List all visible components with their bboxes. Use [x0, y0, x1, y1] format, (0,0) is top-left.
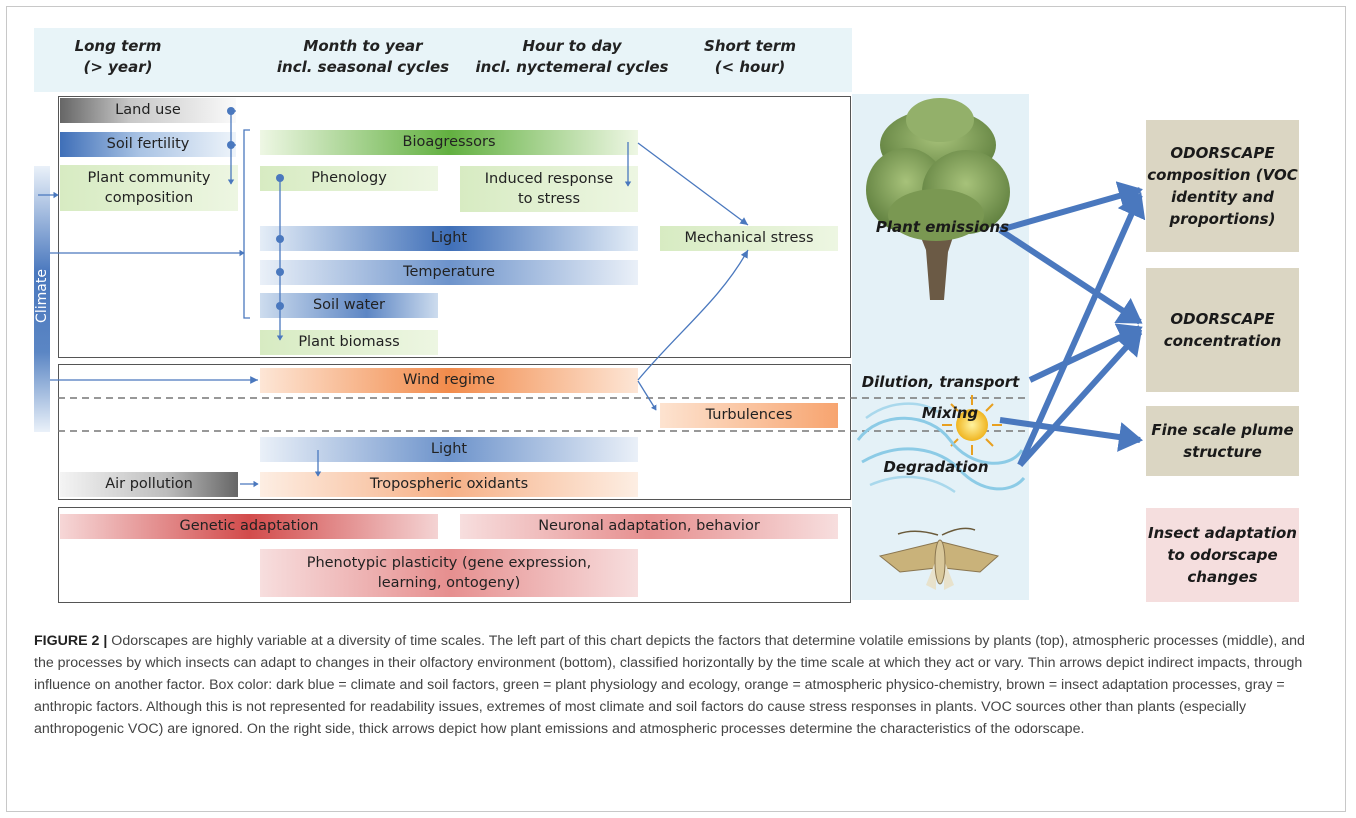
soil-fertility-box: Soil fertility [60, 132, 236, 157]
tropospheric-oxidants-box: Tropospheric oxidants [260, 472, 638, 497]
plant-panel [58, 96, 851, 358]
header-hour-day: Hour to day incl. nyctemeral cycles [475, 37, 669, 76]
dilution-transport-label: Dilution, transport [861, 373, 1020, 391]
light-box: Light [260, 226, 638, 251]
atmo-light-box: Light [260, 437, 638, 462]
header-month-year: Month to year incl. seasonal cycles [276, 37, 450, 76]
plume-structure-box: Fine scale plume structure [1146, 406, 1299, 476]
header-long-term: Long term (> year) [74, 37, 162, 76]
mechanical-stress-box: Mechanical stress [660, 226, 838, 251]
bioagressors-box: Bioagressors [260, 130, 638, 155]
climate-bar: Climate [34, 166, 50, 432]
phenotypic-plasticity-box: Phenotypic plasticity (gene expression, … [260, 549, 638, 597]
induced-response-box: Induced response to stress [460, 166, 638, 212]
wind-regime-box: Wind regime [260, 368, 638, 393]
land-use-box: Land use [60, 98, 236, 123]
timescale-header [34, 28, 852, 92]
turbulences-box: Turbulences [660, 403, 838, 428]
genetic-adaptation-box: Genetic adaptation [60, 514, 438, 539]
mixing-label: Mixing [921, 404, 979, 422]
tree-icon [866, 98, 1010, 300]
odorscape-concentration-box: ODORSCAPE concentration [1146, 268, 1299, 392]
plant-community-box: Plant community composition [60, 165, 238, 211]
soil-water-box: Soil water [260, 293, 438, 318]
plant-biomass-box: Plant biomass [260, 330, 438, 355]
moth-icon [878, 527, 1000, 590]
phenology-box: Phenology [260, 166, 438, 191]
degradation-label: Degradation [883, 458, 989, 476]
wind-sun-icon [856, 395, 1026, 494]
figure-caption: FIGURE 2 | Odorscapes are highly variabl… [34, 630, 1324, 740]
plant-emissions-label: Plant emissions [875, 218, 1010, 236]
temperature-box: Temperature [260, 260, 638, 285]
atmosphere-panel [58, 364, 851, 500]
air-pollution-box: Air pollution [60, 472, 238, 497]
insect-panel [58, 507, 851, 603]
odorscape-composition-box: ODORSCAPE composition (VOC identity and … [1146, 120, 1299, 252]
caption-label: FIGURE 2 | [34, 633, 108, 649]
header-short-term: Short term (< hour) [704, 37, 796, 76]
figure-frame [6, 6, 1346, 812]
neuronal-adaptation-box: Neuronal adaptation, behavior [460, 514, 838, 539]
insect-adaptation-box: Insect adaptation to odorscape changes [1146, 508, 1299, 602]
caption-text: Odorscapes are highly variable at a dive… [34, 633, 1305, 737]
